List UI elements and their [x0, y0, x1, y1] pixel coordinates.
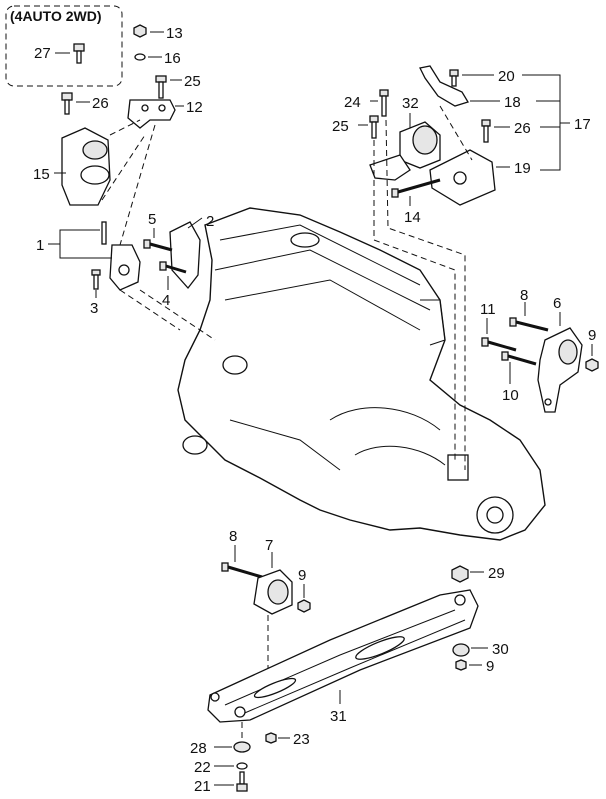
label-23: 23 [293, 731, 310, 748]
bracket-12 [127, 99, 176, 129]
inset-title: (4AUTO 2WD) [10, 8, 102, 24]
label-31: 31 [330, 708, 347, 725]
bracket-2-group: 2 5 4 [143, 211, 214, 309]
bolt-25-upper [155, 75, 167, 99]
label-11: 11 [480, 301, 496, 318]
washer-28 [233, 741, 251, 753]
nut-9-right [585, 358, 599, 372]
washer-22 [236, 762, 248, 770]
left-mount-group: 13 16 25 26 12 15 [33, 24, 216, 341]
bracket-19 [429, 149, 496, 206]
bolt-4 [159, 261, 187, 274]
label-3: 3 [90, 300, 98, 317]
bolt-14 [391, 178, 441, 198]
label-16: 16 [164, 50, 181, 67]
inset-box-4auto-2wd: (4AUTO 2WD) 27 [5, 5, 123, 87]
bolt-24 [379, 89, 389, 117]
right-mount-group: 11 8 6 9 10 [480, 287, 599, 413]
bolt-5 [143, 239, 173, 252]
washer-30 [452, 643, 470, 657]
bolt-26-right [481, 119, 491, 143]
nut-23 [265, 732, 277, 744]
label-30: 30 [492, 641, 509, 658]
bolt-10 [501, 351, 537, 366]
nut-9-crossmember [455, 659, 467, 671]
label-12: 12 [186, 99, 203, 116]
label-14: 14 [404, 209, 421, 226]
mount-insulator-15 [61, 127, 111, 206]
washer-16 [134, 53, 146, 61]
right-top-mount-group: 20 18 24 25 32 26 19 [332, 65, 591, 470]
label-13: 13 [166, 25, 183, 42]
label-8-right: 8 [520, 287, 528, 304]
bolt-1-stud [101, 221, 107, 245]
bolt-8-lower [221, 562, 263, 579]
label-21: 21 [194, 778, 211, 795]
label-20: 20 [498, 68, 515, 85]
nut-9-lower [297, 599, 311, 613]
label-25-upper: 25 [184, 73, 201, 90]
label-24: 24 [344, 94, 361, 111]
nut-13 [133, 24, 147, 38]
label-5: 5 [148, 211, 156, 228]
mount-6 [537, 327, 583, 413]
label-25-right: 25 [332, 118, 349, 135]
label-19: 19 [514, 160, 531, 177]
label-10: 10 [502, 387, 519, 404]
bolt-20 [449, 69, 459, 87]
crossmember-31: 31 [207, 589, 479, 725]
label-26-right: 26 [514, 120, 531, 137]
label-17: 17 [574, 116, 591, 133]
label-32: 32 [402, 95, 419, 112]
bolt-21 [236, 771, 248, 792]
label-9-crossmember: 9 [486, 658, 494, 675]
insulator-32 [399, 121, 441, 169]
bolt-27 [73, 43, 85, 64]
label-29: 29 [488, 565, 505, 582]
bolt-3 [91, 269, 101, 290]
label-22: 22 [194, 759, 211, 776]
bolt-26-left [61, 92, 73, 115]
label-18: 18 [504, 94, 521, 111]
label-6: 6 [553, 295, 561, 312]
engine-block [177, 207, 546, 541]
bolt-8-right [509, 317, 549, 332]
bracket-18 [419, 65, 469, 107]
label-15: 15 [33, 166, 50, 183]
mount-7 [253, 569, 293, 615]
label-4: 4 [162, 292, 170, 309]
label-2: 2 [206, 213, 214, 230]
label-7: 7 [265, 537, 273, 554]
mount-bracket-1 [109, 244, 141, 291]
label-8-lower: 8 [229, 528, 237, 545]
bolt-11 [481, 337, 517, 352]
label-28: 28 [190, 740, 207, 757]
label-1: 1 [36, 237, 44, 254]
label-9-right: 9 [588, 327, 596, 344]
bracket-2 [169, 221, 201, 290]
crossmember-right-fasteners: 29 30 9 [451, 565, 509, 675]
nut-29 [451, 565, 469, 583]
label-27: 27 [34, 45, 51, 62]
crossmember-left-fasteners: 28 23 22 21 [190, 722, 310, 795]
label-26-left: 26 [92, 95, 109, 112]
label-9-lower: 9 [298, 567, 306, 584]
bolt-25-right [369, 115, 379, 139]
